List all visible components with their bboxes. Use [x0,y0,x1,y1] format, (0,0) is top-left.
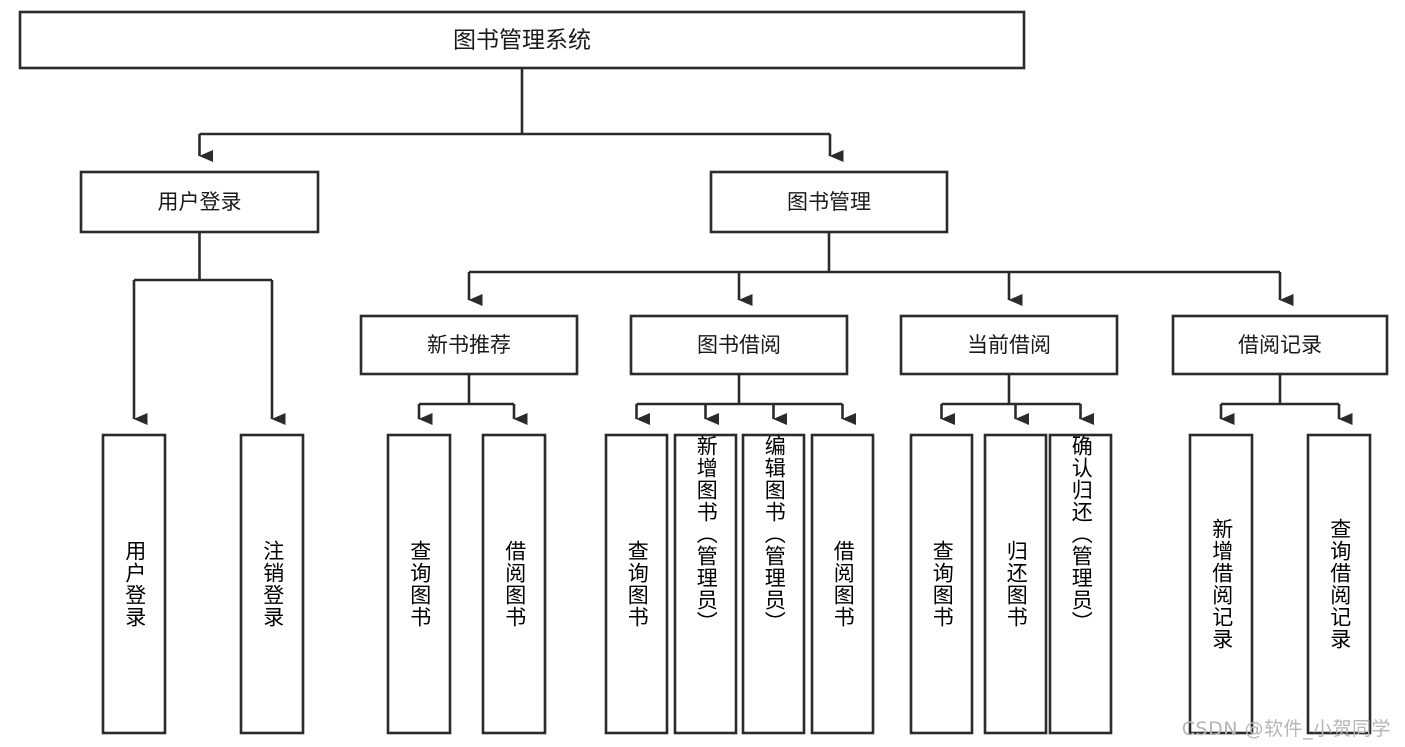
node-new-book-rec-box[interactable] [359,314,579,376]
node-boxes [18,10,1389,735]
node-leaf-rec-query-book-label: 查询图书 [407,540,432,628]
node-leaf-record-query-box[interactable] [1306,433,1372,735]
vlabel-fo-leaf-user-login: 用户登录 [122,540,147,628]
node-root-box[interactable] [18,10,1026,70]
vlabel-fo-leaf-rec-borrow-book: 借阅图书 [502,540,527,628]
node-borrow-record-label: 借阅记录 [1238,333,1322,357]
node-leaf-borrow-edit-book-box[interactable] [741,433,806,735]
node-leaf-user-logout-label: 注销登录 [260,540,285,628]
node-leaf-record-add-box[interactable] [1188,433,1254,735]
node-leaf-current-query-book-label: 查询图书 [930,540,955,628]
vlabel-fo-leaf-user-logout: 注销登录 [260,540,285,628]
node-book-manage-box[interactable] [709,170,949,234]
node-book-borrow-box[interactable] [629,314,849,376]
node-borrow-record-box[interactable] [1171,314,1389,376]
node-book-manage-label: 图书管理 [787,190,871,214]
node-leaf-record-add-label: 新增借阅记录 [1209,518,1234,650]
horizontal-node-labels: 图书管理系统 用户登录 图书管理 新书推荐 图书借阅 当前借阅 借阅记录 [158,28,1323,358]
node-leaf-borrow-query-book-label: 查询图书 [625,540,650,628]
node-leaf-borrow-add-book-label: 新增图书（管理员） [694,435,719,633]
vlabel-fo-leaf-borrow-query-book: 查询图书 [625,540,650,628]
node-current-borrow-box[interactable] [899,314,1119,376]
node-leaf-borrow-query-book-box[interactable] [604,433,669,735]
vertical-node-labels: 用户登录 注销登录 查询图书 借阅图书 查询图书 [122,435,1352,650]
node-root-label: 图书管理系统 [453,28,591,54]
node-new-book-rec-label: 新书推荐 [427,333,511,357]
vlabel-fo-leaf-current-confirm-return: 确认归还（管理员） [1069,435,1094,633]
node-leaf-borrow-lend-book-box[interactable] [810,433,875,735]
vlabel-fo-leaf-current-return-book: 归还图书 [1004,540,1029,628]
vlabel-fo-leaf-record-query: 查询借阅记录 [1327,518,1352,650]
node-leaf-current-return-book-box[interactable] [983,433,1048,735]
vlabel-fo-leaf-rec-query-book: 查询图书 [407,540,432,628]
vlabel-fo-leaf-current-query-book: 查询图书 [930,540,955,628]
node-leaf-user-login-box[interactable] [101,433,167,735]
node-leaf-borrow-add-book-box[interactable] [673,433,738,735]
node-leaf-user-login-label: 用户登录 [122,540,147,628]
node-user-login-label: 用户登录 [158,190,242,214]
node-leaf-current-query-book-box[interactable] [909,433,974,735]
node-leaf-rec-borrow-book-box[interactable] [481,433,547,735]
node-leaf-record-query-label: 查询借阅记录 [1327,518,1352,650]
vlabel-fo-leaf-record-add: 新增借阅记录 [1209,518,1234,650]
node-leaf-borrow-edit-book-label: 编辑图书（管理员） [762,435,787,633]
node-leaf-current-return-book-label: 归还图书 [1004,540,1029,628]
node-leaf-current-confirm-return-box[interactable] [1048,433,1113,735]
node-leaf-user-logout-box[interactable] [239,433,305,735]
node-user-login-box[interactable] [79,170,320,234]
node-current-borrow-label: 当前借阅 [967,333,1051,357]
vlabel-fo-leaf-borrow-add-book: 新增图书（管理员） [694,435,719,633]
vlabel-fo-leaf-borrow-lend-book: 借阅图书 [831,540,856,628]
node-leaf-current-confirm-return-label: 确认归还（管理员） [1069,435,1094,633]
node-leaf-rec-borrow-book-label: 借阅图书 [502,540,527,628]
node-leaf-borrow-lend-book-label: 借阅图书 [831,540,856,628]
node-leaf-rec-query-book-box[interactable] [386,433,452,735]
vlabel-fo-leaf-borrow-edit-book: 编辑图书（管理员） [762,435,787,633]
node-book-borrow-label: 图书借阅 [697,333,781,357]
connector-lines [132,68,1353,425]
